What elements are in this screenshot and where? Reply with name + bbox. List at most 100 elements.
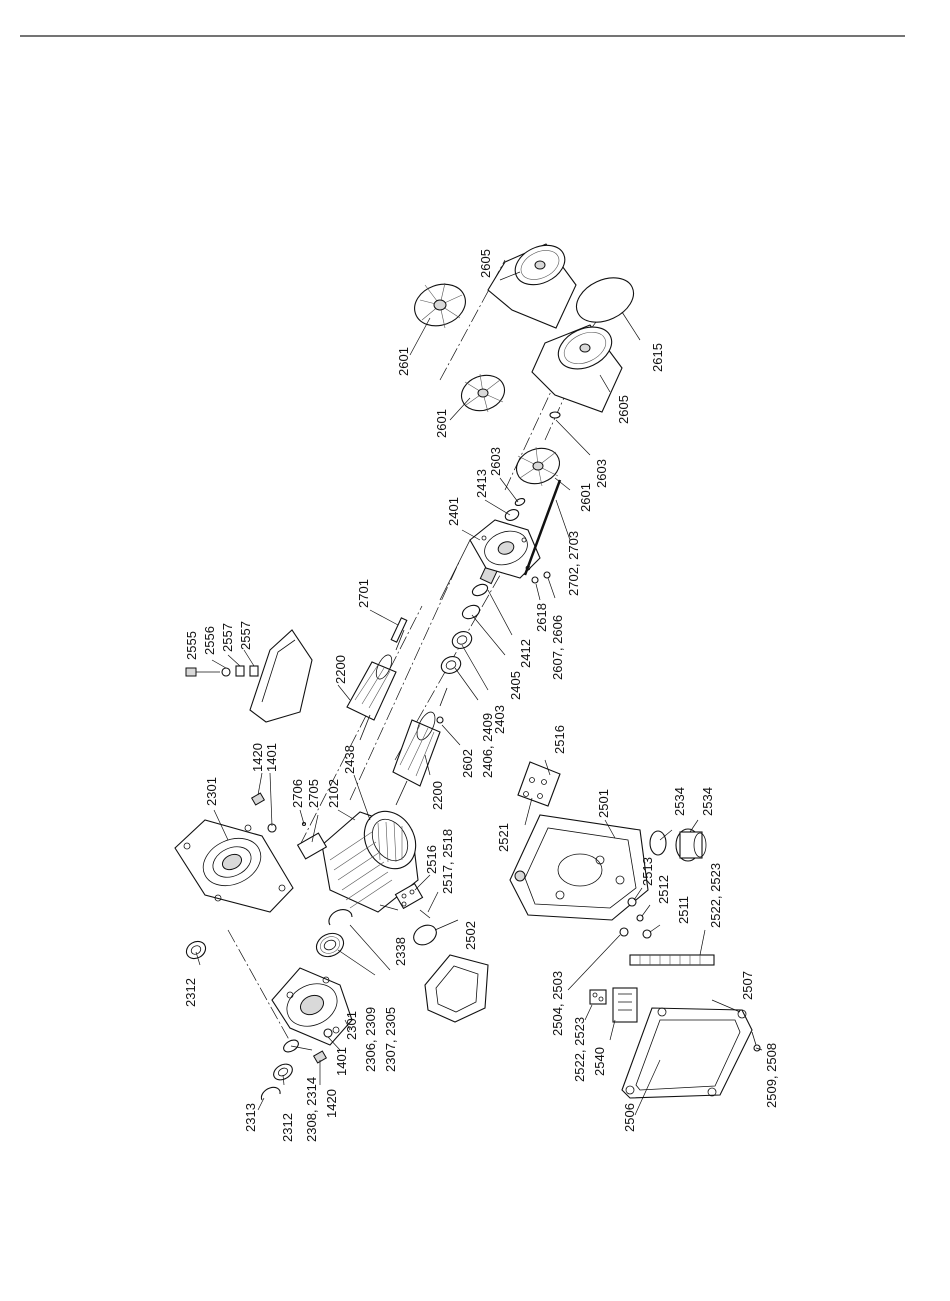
label-2513: 2513 [640,857,655,886]
label-2200-lower: 2200 [430,781,445,810]
seal-2312-lower [273,1063,293,1081]
washer-2556 [221,667,231,677]
label-2516-upper: 2516 [552,725,567,754]
label-2701: 2701 [356,579,371,608]
connector-2540 [612,987,638,1023]
label-2522-2523-upper: 2522, 2523 [708,863,723,928]
label-2521: 2521 [496,823,511,852]
end-shield-2401 [469,519,541,579]
label-2413: 2413 [474,469,489,498]
fan-cover-2605-lower [531,324,623,413]
terminal-box-2501 [509,814,649,921]
label-2507: 2507 [740,971,755,1000]
label-2534-a: 2534 [672,787,687,816]
label-2517-2518: 2517, 2518 [440,829,455,894]
flange-plate-2301 [174,819,294,913]
label-2601-middle: 2601 [434,409,449,438]
circlip-2313 [260,1086,281,1101]
terminal-2522 [589,989,607,1005]
terminal-block-2516 [517,761,561,807]
label-2601-upper: 2601 [396,347,411,376]
label-2516-small: 2516 [424,845,439,874]
rotor-2200-lower [392,687,448,806]
part-labels: 2312 2313 2312 2308, 2314 1420 1401 2301… [183,249,779,1142]
label-2540: 2540 [592,1047,607,1076]
washer-2557-b [249,665,259,677]
label-2506: 2506 [622,1103,637,1132]
fan-2601-lower [515,446,561,487]
end-shield-2301 [271,967,353,1046]
rod-2702 [523,479,562,576]
nut-2511 [642,929,652,939]
label-2504-2503: 2504, 2503 [550,971,565,1036]
terminal-block-2516-small [394,882,424,910]
label-2308-2314: 2308, 2314 [304,1077,319,1142]
label-2605-upper: 2605 [478,249,493,278]
label-2306-2309: 2306, 2309 [363,1007,378,1072]
screw-2555 [185,667,220,677]
label-2556: 2556 [202,626,217,655]
label-2301-lower: 2301 [344,1011,359,1040]
label-plate-2705 [296,832,328,860]
label-1420-upper: 1420 [250,743,265,772]
drawing: 2312 2313 2312 2308, 2314 1420 1401 2301… [174,243,779,1142]
label-2509-2508: 2509, 2508 [764,1043,779,1108]
label-2603-upper: 2603 [488,447,503,476]
label-2605-lower: 2605 [616,395,631,424]
lid-2506 [621,1007,753,1099]
label-2522-2523-lower: 2522, 2523 [572,1017,587,1082]
washer-2512 [636,914,644,922]
bearing-2406 [440,656,462,674]
ring-2603-lower [549,411,561,419]
label-2615: 2615 [650,343,665,372]
label-2405: 2405 [508,671,523,700]
label-2512: 2512 [656,875,671,904]
label-2601-lower: 2601 [578,483,593,512]
screw-2618 [531,576,539,584]
leader-lines [195,271,763,1116]
label-2307-2305: 2307, 2305 [383,1007,398,1072]
label-2705: 2705 [306,779,321,808]
ring-2534 [649,830,667,856]
cover-plate [249,629,313,723]
bearing-2403 [451,631,473,649]
label-2607-2606: 2607, 2606 [550,615,565,680]
label-2555: 2555 [184,631,199,660]
label-2706: 2706 [290,779,305,808]
key-2602 [436,716,444,724]
label-2200-upper: 2200 [333,655,348,684]
seal-2312 [185,940,207,960]
screw-2607 [543,571,551,579]
label-2501: 2501 [596,789,611,818]
label-2702-2703: 2702, 2703 [566,531,581,596]
screw-1420-top [250,792,277,833]
label-2438: 2438 [342,745,357,774]
ring-2603 [514,498,526,506]
label-2412: 2412 [518,639,533,668]
label-1401-lower: 1401 [334,1047,349,1076]
fan-2601-middle [460,373,506,413]
label-2557-b: 2557 [238,621,253,650]
bearing-2306 [315,932,345,958]
washer-2557 [235,665,245,677]
stator-housing-2102 [321,810,419,913]
label-2401: 2401 [446,497,461,526]
rotor-2200-upper [346,617,408,741]
label-2557-a: 2557 [220,623,235,652]
label-2338: 2338 [393,937,408,966]
label-1401-upper: 1401 [264,743,279,772]
gland-2534 [675,828,707,862]
fan-cover-2605-upper [487,243,577,329]
label-2502: 2502 [463,921,478,950]
seal-2413 [504,509,520,521]
label-2403: 2403 [492,705,507,734]
gasket-2502 [413,924,437,946]
terminal-strip-2522 [629,954,715,966]
cover-2615 [575,277,635,323]
label-2534-b: 2534 [700,787,715,816]
fan-2601-upper [414,282,466,329]
label-2511: 2511 [676,896,691,924]
label-2602: 2602 [460,749,475,778]
terminal-box-small [424,954,489,1023]
